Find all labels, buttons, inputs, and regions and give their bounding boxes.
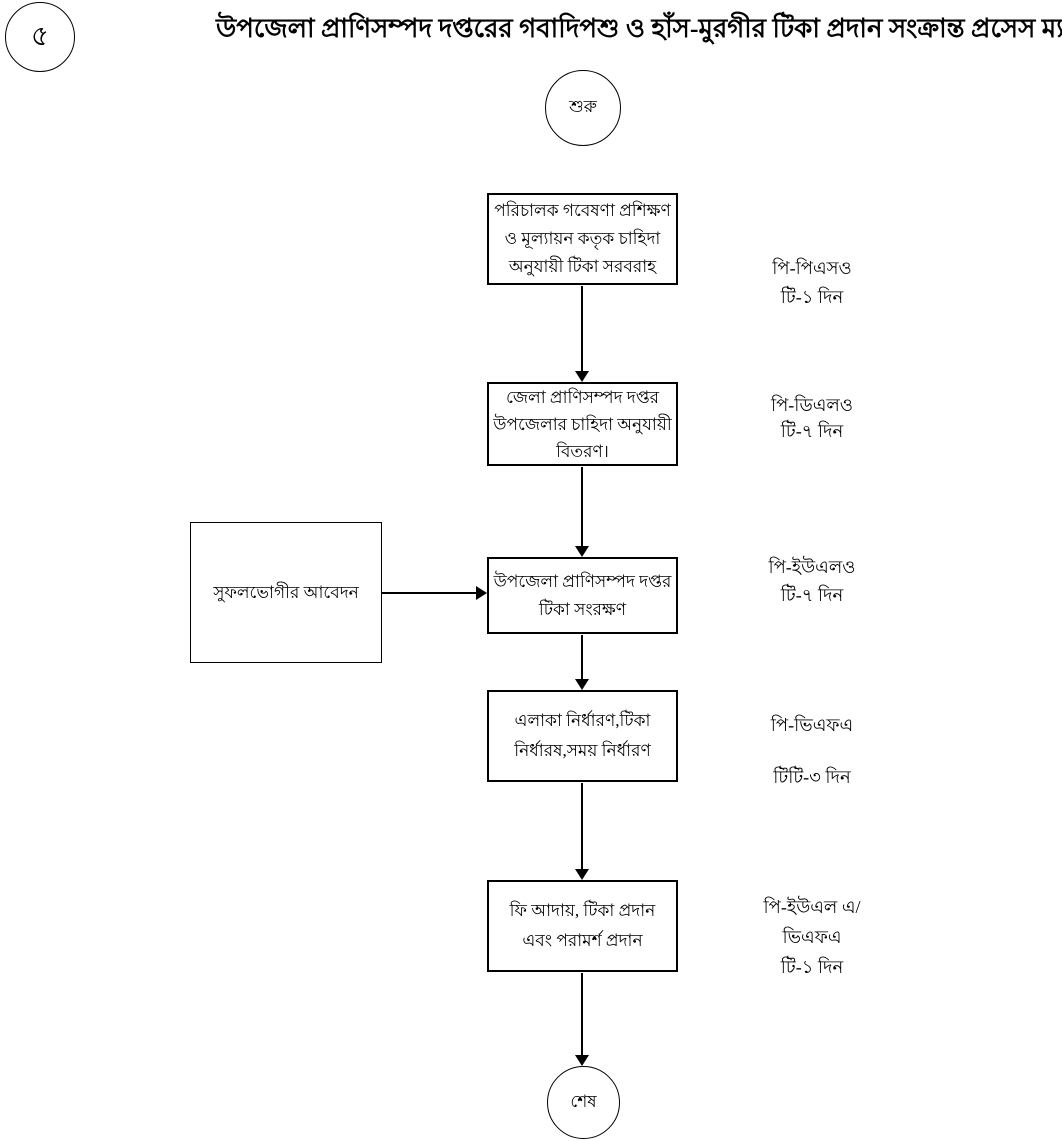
annotation-step-1: পি-পিএসও টি-১ দিন bbox=[772, 258, 852, 307]
step-box-vaccine-supply: পরিচালক গবেষণা প্রশিক্ষণ ও মূল্যায়ন কতৃ… bbox=[487, 193, 678, 285]
annotation-step-3: পি-ইউএলও টি-৭ দিন bbox=[768, 557, 856, 605]
page-number-badge: ৫ bbox=[5, 2, 75, 72]
arrow-down-icon bbox=[575, 546, 589, 557]
step-box-district-distribution: জেলা প্রাণিসম্পদ দপ্তর উপজেলার চাহিদা অন… bbox=[487, 382, 678, 466]
connector-line-1 bbox=[581, 286, 583, 371]
arrow-down-icon bbox=[575, 371, 589, 382]
connector-line-5 bbox=[581, 973, 583, 1055]
step-box-upazila-storage: উপজেলা প্রাণিসম্পদ দপ্তর টিকা সংরক্ষণ bbox=[487, 557, 678, 634]
connector-line-2 bbox=[581, 467, 583, 546]
arrow-down-icon bbox=[575, 679, 589, 690]
page-number: ৫ bbox=[30, 20, 50, 52]
annotation-step-5: পি-ইউএল এ/ ভিএফএ টি-১ দিন bbox=[763, 897, 861, 977]
side-input-box-beneficiary-application: সুফলভোগীর আবেদন bbox=[190, 522, 382, 663]
annotation-step-4: পি-ভিএফএ টিটি-৩ দিন bbox=[770, 715, 854, 787]
connector-line-3 bbox=[581, 635, 583, 679]
step-box-fee-vaccine-advice: ফি আদায়, টিকা প্রদান এবং পরামর্শ প্রদান bbox=[487, 880, 678, 972]
start-label: শুরু bbox=[569, 97, 597, 116]
arrow-down-icon bbox=[575, 869, 589, 880]
start-node: শুরু bbox=[545, 70, 621, 146]
annotation-step-2: পি-ডিএলও টি-৭ দিন bbox=[770, 395, 854, 441]
arrow-right-icon bbox=[476, 586, 487, 600]
arrow-down-icon bbox=[575, 1055, 589, 1066]
page-title: উপজেলা প্রাণিসম্পদ দপ্তরের গবাদিপশু ও হা… bbox=[216, 14, 1062, 43]
connector-line-side bbox=[382, 592, 476, 594]
end-node: শেষ bbox=[547, 1066, 620, 1139]
step-box-area-time-selection: এলাকা নির্ধারণ,টিকা নির্ধারষ,সময় নির্ধা… bbox=[487, 690, 678, 782]
connector-line-4 bbox=[581, 783, 583, 869]
end-label: শেষ bbox=[570, 1091, 597, 1111]
